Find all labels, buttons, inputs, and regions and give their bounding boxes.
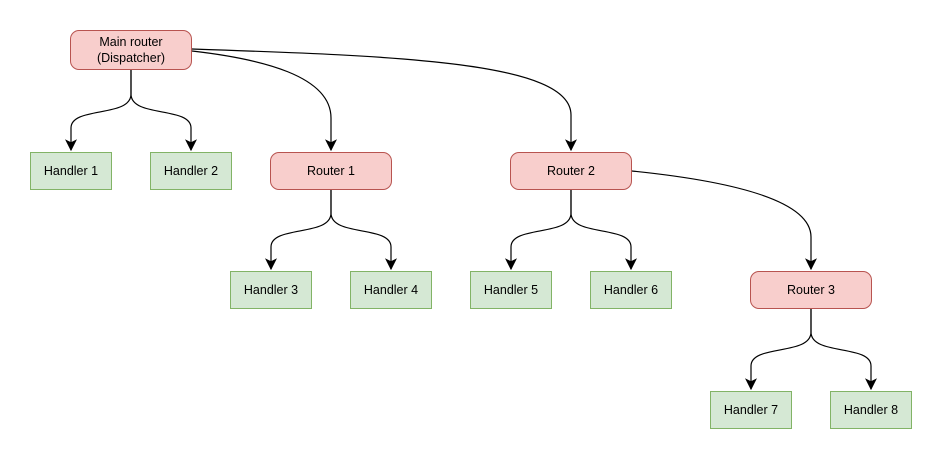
node-label: Handler 4 [363, 283, 419, 297]
edge-router-3-to-handler-8[interactable] [810, 309, 877, 391]
node-router-1[interactable]: Router 1 [270, 152, 392, 190]
edge-router-2-to-router-3[interactable] [631, 170, 817, 271]
node-handler-7[interactable]: Handler 7 [710, 391, 792, 429]
node-label: Router 3 [787, 283, 835, 297]
node-router-3[interactable]: Router 3 [750, 271, 872, 309]
node-label: Handler 2 [163, 164, 219, 178]
node-label: Handler 1 [43, 164, 99, 178]
node-label-line2: (Dispatcher) [96, 51, 166, 65]
node-main-router[interactable]: Main router (Dispatcher) [70, 30, 192, 70]
node-label: Router 2 [547, 164, 595, 178]
node-label: Handler 8 [843, 403, 899, 417]
node-label: Router 1 [307, 164, 355, 178]
edge-main-router-to-router-1[interactable] [191, 50, 337, 152]
node-label: Handler 5 [483, 283, 539, 297]
node-handler-4[interactable]: Handler 4 [350, 271, 432, 309]
node-handler-1[interactable]: Handler 1 [30, 152, 112, 190]
node-label: Handler 7 [723, 403, 779, 417]
node-handler-2[interactable]: Handler 2 [150, 152, 232, 190]
edge-router-1-to-handler-3[interactable] [265, 190, 332, 271]
node-handler-8[interactable]: Handler 8 [830, 391, 912, 429]
edge-router-3-to-handler-7[interactable] [745, 309, 812, 391]
node-label: Handler 6 [603, 283, 659, 297]
edge-main-router-to-handler-2[interactable] [130, 70, 197, 152]
edge-main-router-to-router-2[interactable] [191, 48, 577, 152]
node-label: Handler 3 [243, 283, 299, 297]
edge-router-2-to-handler-6[interactable] [570, 190, 637, 271]
edge-router-2-to-handler-5[interactable] [505, 190, 572, 271]
node-handler-6[interactable]: Handler 6 [590, 271, 672, 309]
node-handler-5[interactable]: Handler 5 [470, 271, 552, 309]
edge-main-router-to-handler-1[interactable] [65, 70, 132, 152]
node-handler-3[interactable]: Handler 3 [230, 271, 312, 309]
node-label-line1: Main router [99, 35, 163, 49]
edge-router-1-to-handler-4[interactable] [330, 190, 397, 271]
node-router-2[interactable]: Router 2 [510, 152, 632, 190]
